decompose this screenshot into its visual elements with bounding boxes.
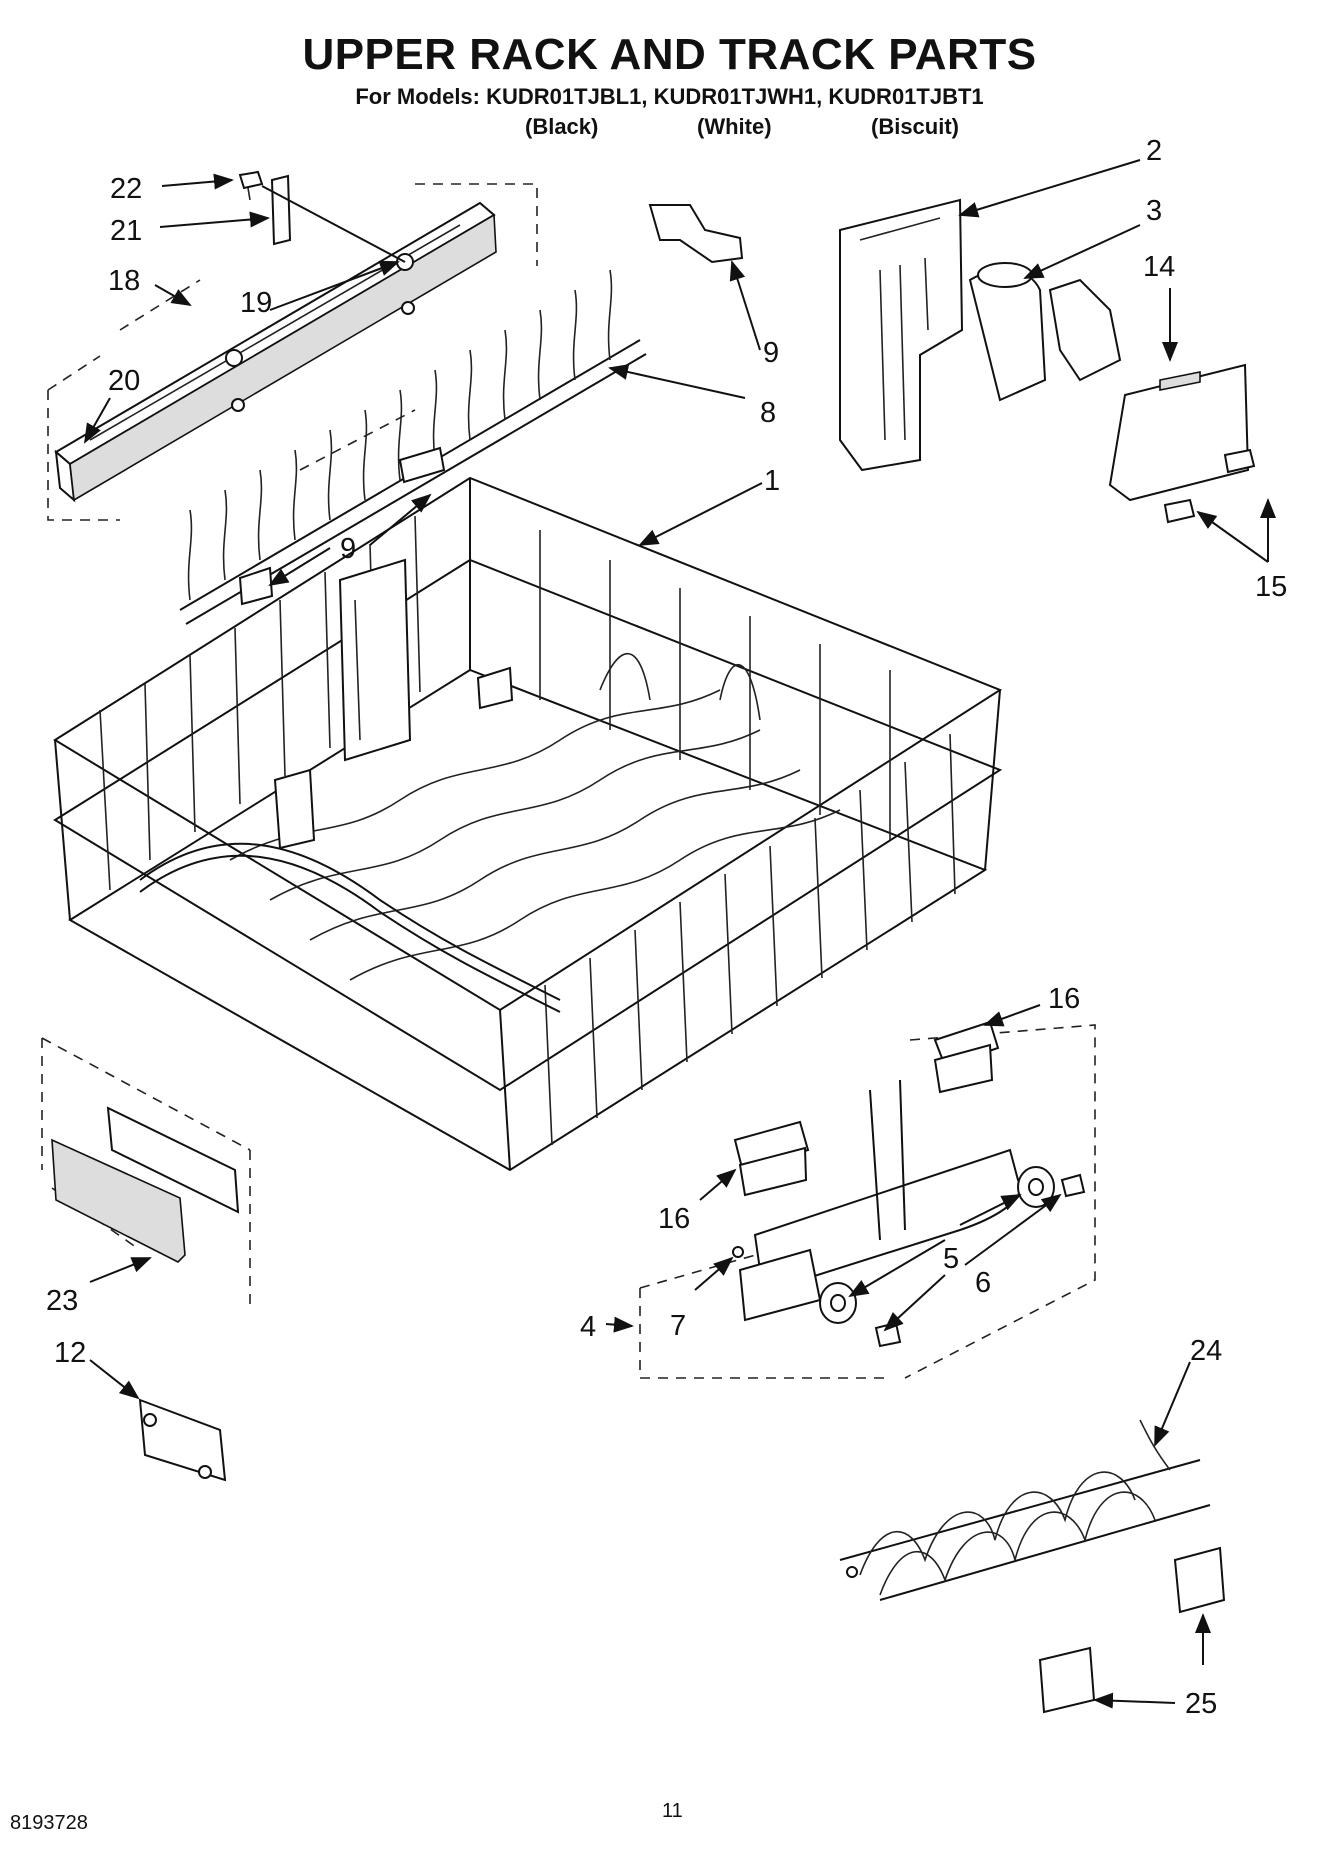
upper-rack — [53, 476, 1003, 1172]
callout-16-right: 16 — [1048, 983, 1080, 1015]
leader-lines — [84, 159, 1276, 1709]
document-number: 8193728 — [10, 1812, 88, 1834]
callout-1: 1 — [764, 465, 780, 497]
variant-black: (Black) — [525, 114, 599, 139]
callout-23: 23 — [46, 1285, 78, 1317]
trim-group — [41, 1037, 251, 1482]
callout-4: 4 — [580, 1311, 596, 1343]
callout-20: 20 — [108, 365, 140, 397]
callout-22: 22 — [110, 173, 142, 205]
callout-24: 24 — [1190, 1335, 1222, 1367]
callout-3: 3 — [1146, 195, 1162, 227]
track-group — [639, 1020, 1096, 1379]
callout-18: 18 — [108, 265, 140, 297]
callout-25: 25 — [1185, 1688, 1217, 1720]
tine-row-top — [179, 269, 647, 625]
callout-21: 21 — [110, 215, 142, 247]
callout-12: 12 — [54, 1337, 86, 1369]
callout-5: 5 — [943, 1243, 959, 1275]
variant-white: (White) — [697, 114, 772, 139]
page-number: 11 — [662, 1800, 683, 1822]
callout-6: 6 — [975, 1267, 991, 1299]
callout-15: 15 — [1255, 571, 1287, 603]
callout-9-upper: 9 — [763, 337, 779, 369]
fold-down-tines — [839, 1419, 1226, 1714]
callout-8: 8 — [760, 397, 776, 429]
page-title: UPPER RACK AND TRACK PARTS — [302, 30, 1037, 79]
callout-labels: 22 21 18 19 20 9 8 9 1 2 3 14 15 16 16 5… — [46, 135, 1287, 1720]
callout-7: 7 — [670, 1310, 686, 1342]
callout-16-left: 16 — [658, 1203, 690, 1235]
callout-2: 2 — [1146, 135, 1162, 167]
variant-biscuit: (Biscuit) — [871, 114, 959, 139]
upper-hardware — [648, 198, 1256, 524]
callout-19: 19 — [240, 287, 272, 319]
model-list: For Models: KUDR01TJBL1, KUDR01TJWH1, KU… — [355, 84, 984, 109]
callout-9-lower: 9 — [340, 533, 356, 565]
callout-14: 14 — [1143, 251, 1175, 283]
